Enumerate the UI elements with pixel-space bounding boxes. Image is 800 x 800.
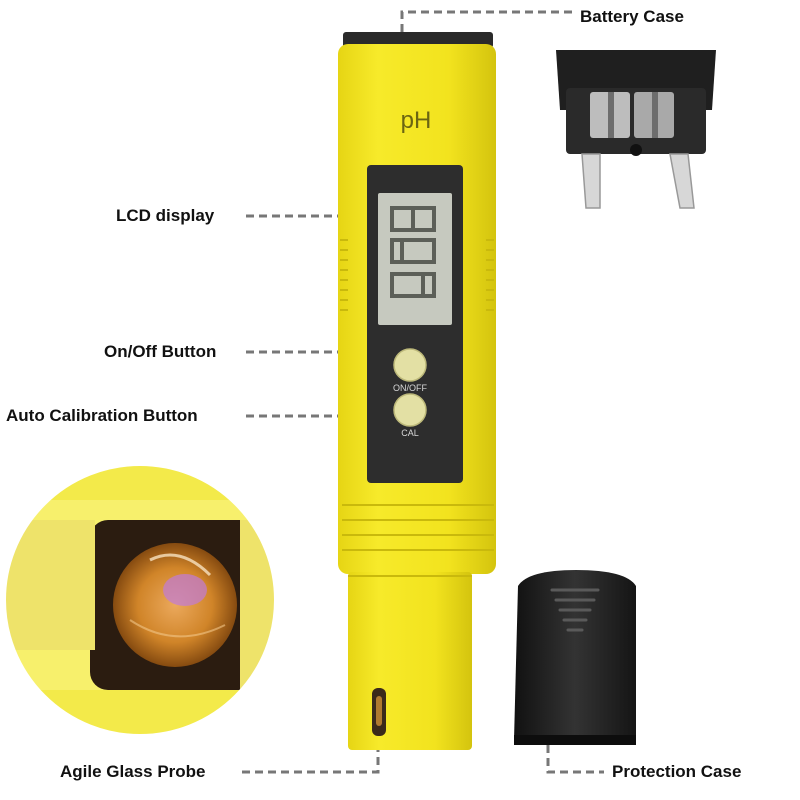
lcd-digits [390,206,436,298]
probe-zoom-border [4,464,276,736]
label-on-off-button: On/Off Button [104,342,217,361]
cal-button[interactable] [393,393,427,427]
leader-protection [546,745,604,774]
grip-ridges [340,239,494,551]
label-lcd-display: LCD display [116,206,215,225]
label-battery-case: Battery Case [580,7,684,26]
cal-text: CAL [401,428,419,438]
protection-case-illustration [514,570,636,745]
ph-meter-pen: pH ON/OFF CAL [338,32,496,750]
on-off-button[interactable] [393,348,427,382]
label-agile-glass-probe: Agile Glass Probe [60,762,206,781]
pen-lower-body [348,572,472,750]
leader-probe [242,745,380,774]
leader-battery [400,10,572,32]
on-off-text: ON/OFF [393,383,427,393]
glass-probe-shine [376,696,382,726]
probe-zoom-inset [5,465,275,735]
label-protection-case: Protection Case [612,762,742,781]
battery-case-illustration [556,50,716,209]
label-auto-calibration-button: Auto Calibration Button [6,406,198,425]
brand-text: pH [401,107,432,134]
